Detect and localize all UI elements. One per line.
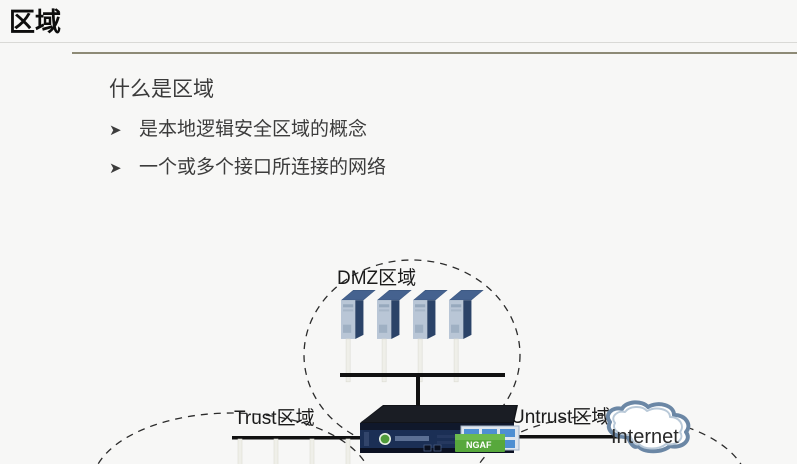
zone-label-dmz: DMZ区域 [337, 267, 416, 289]
dmz-server-4 [449, 290, 484, 383]
network-zone-diagram: DMZ区域 Trust区域 Untrust区域 Internet [0, 205, 797, 464]
title-divider-accent [72, 52, 797, 54]
bullet-item: ➤ 是本地逻辑安全区域的概念 [109, 116, 729, 144]
bullet-text: 是本地逻辑安全区域的概念 [139, 119, 368, 140]
trust-bus-line [232, 436, 367, 440]
trust-drop-3 [309, 438, 315, 464]
firewall-device: NGAF [360, 405, 520, 453]
untrust-link-line [515, 435, 625, 439]
trust-drop-1 [237, 438, 243, 464]
trust-drop-4 [345, 438, 351, 464]
dmz-server-1 [341, 290, 376, 383]
trust-drop-2 [273, 438, 279, 464]
bullet-arrow-icon: ➤ [109, 121, 122, 139]
bullet-arrow-icon: ➤ [109, 159, 122, 177]
dmz-server-2 [377, 290, 412, 383]
zone-label-untrust: Untrust区域 [511, 406, 610, 428]
body-content: 什么是区域 ➤ 是本地逻辑安全区域的概念 ➤ 一个或多个接口所连接的网络 [109, 74, 729, 192]
title-divider-light [0, 42, 797, 43]
dmz-server-3 [413, 290, 448, 383]
zone-label-trust: Trust区域 [234, 407, 315, 429]
internet-cloud-icon [605, 400, 691, 454]
internet-cloud-label: Internet [611, 426, 679, 448]
ngaf-badge-label: NGAF [466, 440, 492, 450]
bullet-item: ➤ 一个或多个接口所连接的网络 [109, 154, 729, 182]
ngaf-badge: NGAF [455, 434, 505, 452]
bullet-text: 一个或多个接口所连接的网络 [139, 157, 387, 178]
dmz-trunk-line [416, 375, 420, 423]
page-title: 区域 [9, 7, 62, 37]
zone-boundary-trust [97, 412, 367, 464]
lead-heading: 什么是区域 [109, 77, 214, 101]
dmz-bus-line [340, 373, 505, 377]
